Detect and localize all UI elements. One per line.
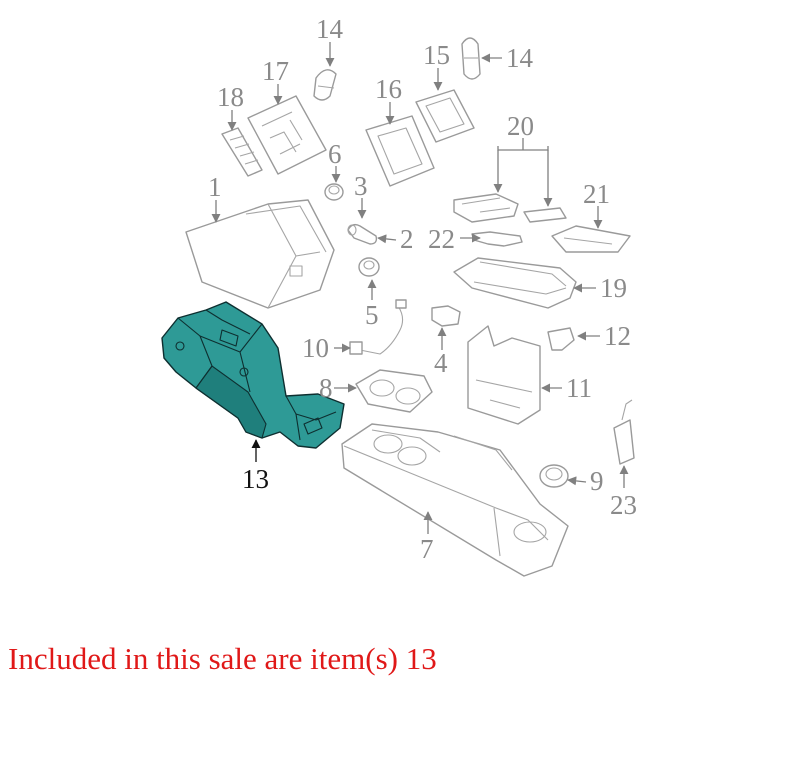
part-21-tray — [551, 225, 631, 253]
callout-7: 7 — [420, 534, 434, 564]
callout-6: 6 — [328, 139, 342, 169]
part-4-switch — [431, 305, 461, 327]
callout-22: 22 — [428, 224, 455, 254]
callout-18: 18 — [217, 82, 244, 112]
callout-21: 21 — [583, 179, 610, 209]
callout-19: 19 — [600, 273, 627, 303]
sale-caption: Included in this sale are item(s) 13 — [8, 641, 437, 676]
callout-3: 3 — [354, 171, 368, 201]
callout-11: 11 — [566, 373, 592, 403]
part-14-shift-knob-left — [313, 69, 337, 101]
callout-9: 9 — [590, 466, 604, 496]
callout-4: 4 — [434, 348, 448, 378]
callout-10: 10 — [302, 333, 329, 363]
part-14-shift-knob-right — [461, 37, 481, 80]
leader-lines — [211, 42, 629, 534]
part-16-bezel — [365, 115, 435, 187]
part-9-cap — [539, 464, 569, 488]
part-22-bracket — [471, 231, 523, 247]
callout-15: 15 — [423, 40, 450, 70]
part-13-console-bracket-highlighted — [161, 301, 345, 449]
callout-13: 13 — [242, 464, 269, 494]
part-7-console-base — [341, 423, 569, 577]
callout-2: 2 — [400, 224, 414, 254]
callout-labels: 14 17 18 15 14 16 20 6 3 1 21 2 22 19 5 … — [208, 14, 637, 564]
callout-5: 5 — [365, 300, 379, 330]
part-12-clip — [547, 327, 575, 351]
part-8-cup-holder — [355, 369, 433, 413]
part-20-tray-right — [523, 207, 567, 223]
part-20-tray-left — [453, 193, 519, 223]
part-11-side-panel — [467, 325, 541, 425]
callout-8: 8 — [319, 373, 333, 403]
callout-20: 20 — [507, 111, 534, 141]
callout-17: 17 — [262, 56, 289, 86]
callout-16: 16 — [375, 74, 402, 104]
parts-diagram: 14 17 18 15 14 16 20 6 3 1 21 2 22 19 5 … — [161, 14, 637, 577]
callout-14: 14 — [316, 14, 344, 44]
callout-23: 23 — [610, 490, 637, 520]
part-3-power-outlet — [347, 223, 378, 245]
part-5-socket — [358, 257, 380, 277]
part-15-bin-bezel — [415, 89, 475, 143]
part-6-plug — [324, 183, 344, 201]
part-17-shifter-bezel — [247, 95, 327, 175]
part-18-trim-strip — [221, 127, 263, 177]
callout-14b: 14 — [506, 43, 534, 73]
callout-1: 1 — [208, 172, 222, 202]
part-23-bracket — [613, 399, 635, 465]
part-10-wiring — [349, 299, 407, 355]
part-1-console-housing — [185, 199, 335, 309]
callout-12: 12 — [604, 321, 631, 351]
part-19-armrest-lid — [453, 257, 577, 309]
